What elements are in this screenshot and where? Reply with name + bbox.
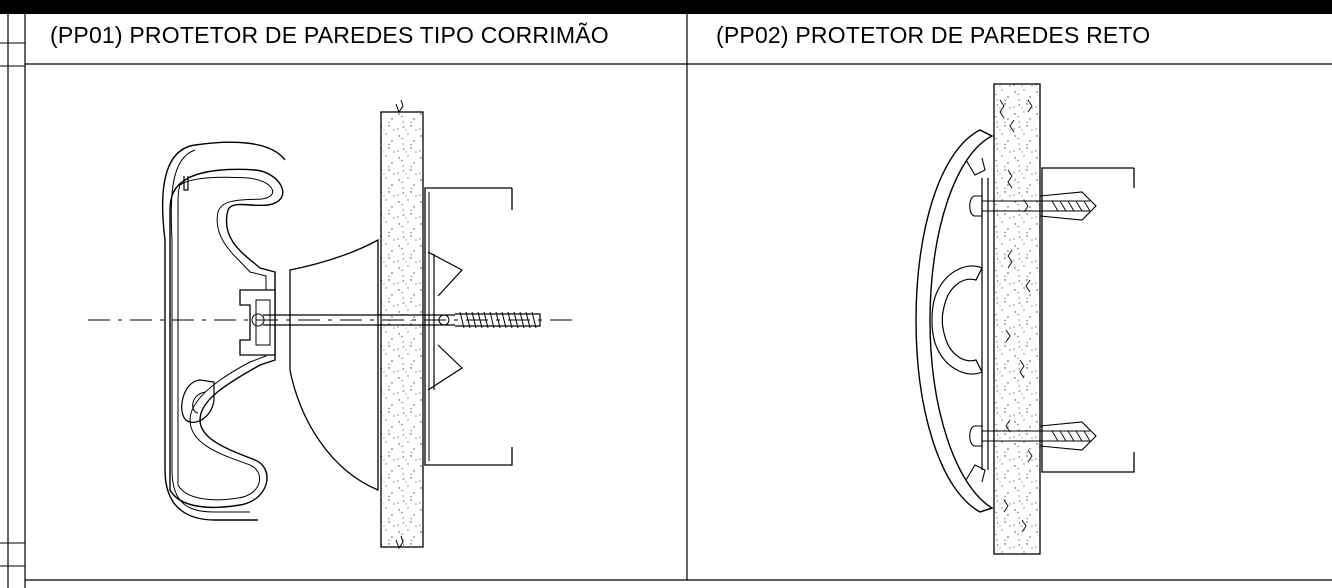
pp02-outer-cover <box>915 129 994 513</box>
pp01-center-clamp <box>239 289 276 356</box>
panel-title-pp01: (PP01) PROTETOR DE PAREDES TIPO CORRIMÃO <box>50 22 609 48</box>
pp01-bracket-rosette <box>289 238 379 491</box>
pp02-bottom-clip <box>965 464 986 483</box>
pp02-top-screw <box>969 191 1097 221</box>
pp01-steel-profile <box>424 187 513 466</box>
pp02-wall-section <box>993 83 1041 555</box>
pp02-bottom-screw <box>969 421 1097 451</box>
sheet-frame <box>0 14 1332 588</box>
top-border-rule <box>0 0 1332 14</box>
pp01-top-hook <box>183 176 189 191</box>
pp01-handrail-inner <box>177 176 274 501</box>
pp02-center-spring <box>931 265 983 375</box>
pp02-drawing <box>915 83 1135 555</box>
pp02-base-plate <box>981 178 989 470</box>
panel-title-pp02: (PP02) PROTETOR DE PAREDES RETO <box>716 22 1151 48</box>
pp02-top-clip <box>965 157 986 176</box>
pp02-steel-profile <box>1041 167 1135 473</box>
pp01-toggle-anchor <box>427 251 463 391</box>
pp01-bottom-hook <box>181 379 215 423</box>
pp01-wall-section <box>380 99 424 550</box>
pp01-drawing <box>88 99 575 550</box>
pp01-handrail-outer <box>169 168 284 509</box>
